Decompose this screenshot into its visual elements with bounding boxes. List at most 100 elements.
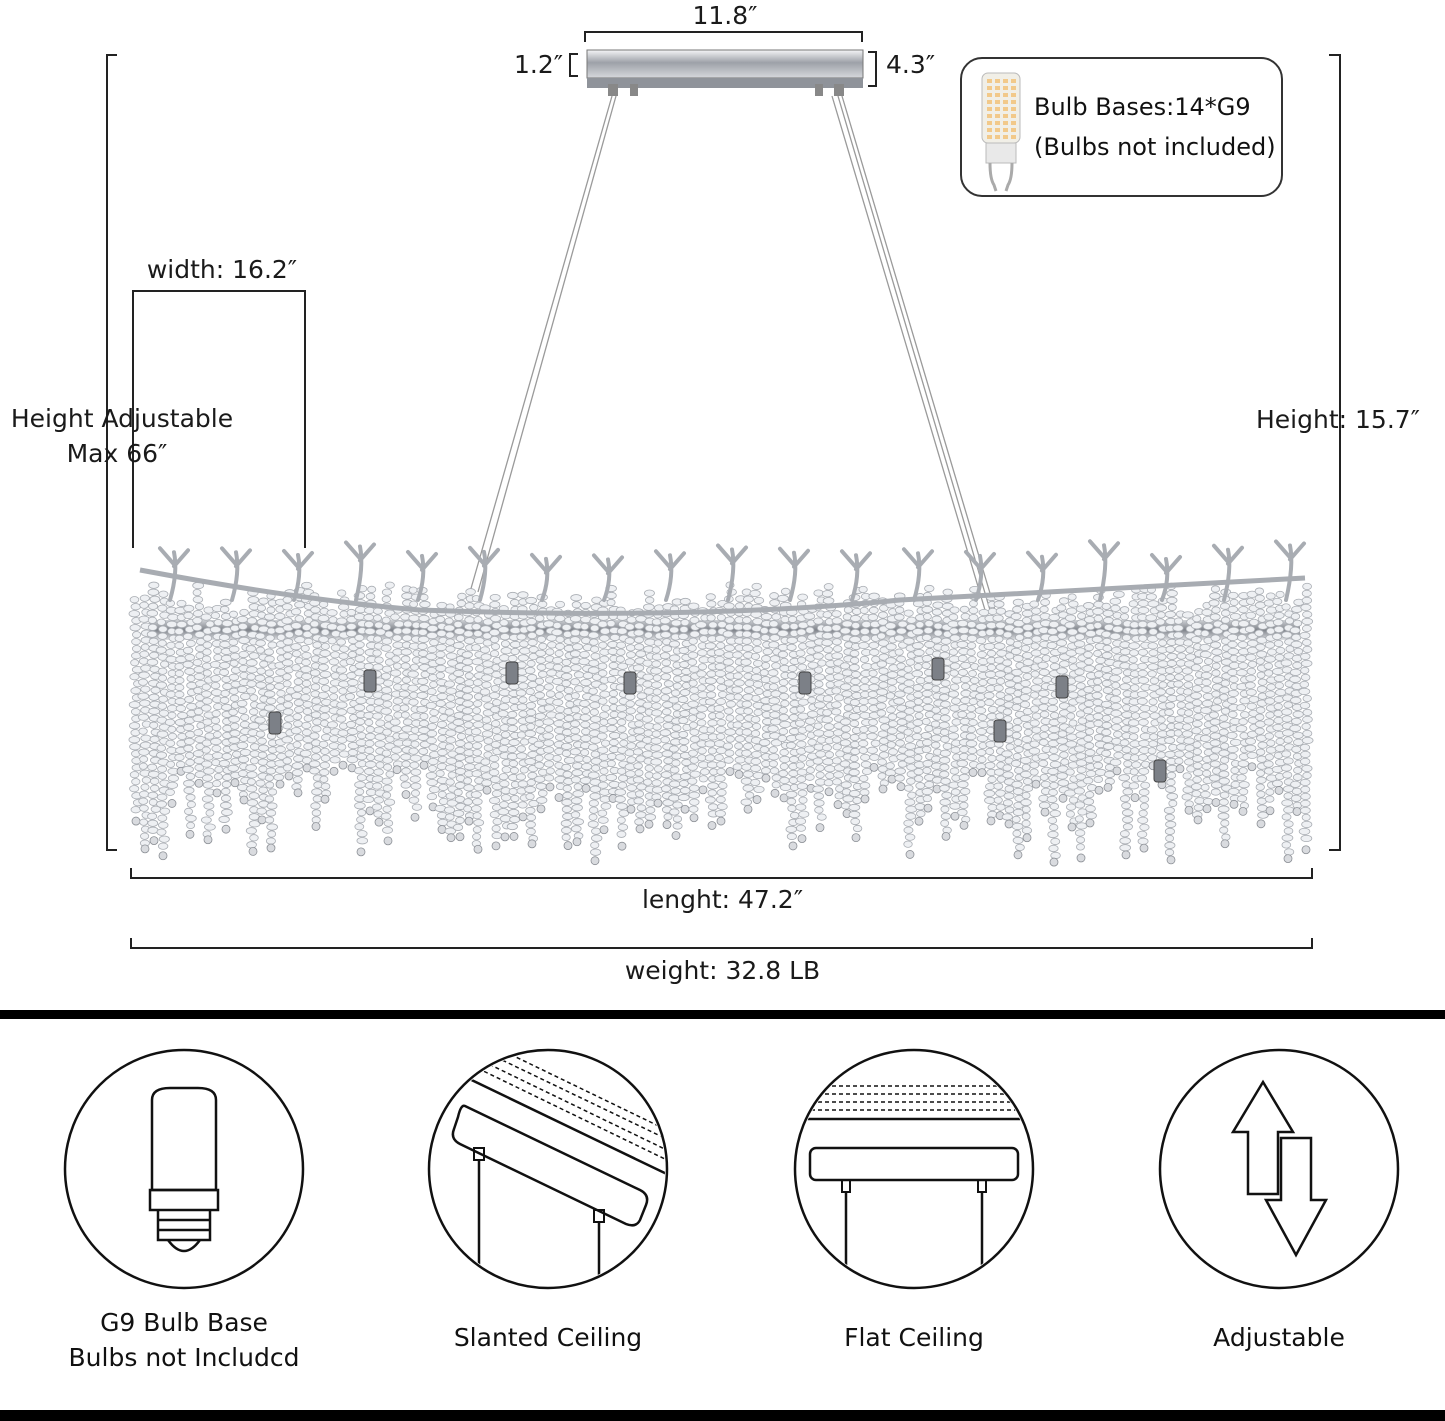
crystal-strand	[821, 583, 837, 797]
crystal-strand	[227, 610, 243, 788]
crystal-strand	[1289, 598, 1305, 816]
crystal-strand	[947, 606, 963, 821]
crystal-strand	[992, 593, 1008, 820]
feature-slanted-ceiling-label: Slanted Ceiling	[453, 1323, 643, 1352]
crystal-strand	[659, 603, 674, 829]
height-adjustable-bracket	[106, 54, 117, 851]
crystal-strand	[416, 586, 431, 770]
crystal-strand	[983, 593, 999, 826]
crystal-strand	[903, 609, 918, 859]
crystal-strand	[858, 585, 873, 804]
bulbs-not-included-text: (Bulbs not included)	[1034, 133, 1276, 161]
canopy-height-left-bracket	[569, 53, 578, 77]
crystal-strand	[785, 608, 801, 851]
crystal-strand	[272, 598, 288, 789]
canopy-length-label: 11.8″	[692, 1, 758, 30]
crystal-strand	[488, 593, 504, 851]
crystal-strand	[668, 598, 683, 840]
crystal-strand	[560, 609, 576, 850]
crystal-strand	[443, 603, 459, 843]
crystal-strand	[1010, 598, 1026, 860]
crystal-strand	[209, 604, 224, 798]
feature-adjustable-label: Adjustable	[1213, 1323, 1345, 1352]
crystal-strand	[614, 606, 630, 851]
weight-label: weight: 32.8 LB	[624, 956, 821, 985]
crystal-strand	[677, 597, 693, 814]
crystal-strand	[1128, 586, 1143, 803]
bulb-bases-text: Bulb Bases:14*G9	[1034, 93, 1251, 121]
crystal-strand	[380, 581, 396, 846]
crystal-strand	[479, 604, 495, 795]
crystal-strand	[155, 590, 171, 861]
suspension-wires	[469, 95, 996, 611]
crystal-strand	[1190, 608, 1206, 825]
crystal-strand	[1280, 603, 1295, 864]
crystal-strand	[758, 606, 774, 783]
height-label: Height: 15.7″	[1256, 405, 1421, 434]
crystal-strand	[1118, 606, 1134, 860]
crystal-strand	[974, 608, 990, 778]
crystal-strand	[254, 597, 270, 825]
feature-g9-label-line1: G9 Bulb Base	[100, 1308, 268, 1337]
crystal-strand	[1298, 582, 1314, 855]
crystal-strand	[1263, 592, 1278, 816]
bulb-socket	[1055, 675, 1069, 699]
crystal-strand	[920, 584, 936, 813]
crystal-strand	[938, 588, 954, 841]
g9-led-bulb-icon	[981, 72, 1021, 192]
section-divider-top	[0, 1010, 1445, 1019]
canopy-length-bracket	[584, 31, 863, 42]
crystal-strand	[191, 581, 207, 788]
slanted-ceiling-icon	[427, 1048, 669, 1290]
bulb-socket	[505, 661, 519, 685]
crystal-strand	[911, 593, 926, 826]
crystal-strand	[1271, 590, 1287, 795]
crystal-strand	[777, 587, 792, 803]
feature-flat-ceiling-label: Flat Ceiling	[844, 1323, 984, 1352]
crystal-strand	[524, 596, 540, 849]
crystal-strand	[345, 608, 360, 773]
bulb-socket	[798, 671, 812, 695]
crystal-strand	[425, 610, 441, 812]
crystal-strand	[956, 605, 972, 830]
crystal-strand	[335, 589, 351, 770]
crystal-strand	[1155, 597, 1170, 790]
crystal-strand	[1082, 602, 1098, 828]
crystal-strand	[1217, 588, 1233, 849]
crystal-strand	[470, 595, 486, 854]
crystal-strand	[1109, 590, 1125, 776]
crystal-strand	[542, 606, 558, 792]
feature-g9-label-line2: Bulbs not Includcd	[68, 1343, 300, 1372]
crystal-strands	[128, 581, 1314, 867]
crystal-strand	[803, 605, 819, 793]
crystal-strand	[578, 602, 594, 793]
bulb-socket	[931, 657, 945, 681]
crystal-strand	[632, 608, 648, 834]
width-bracket	[132, 290, 306, 548]
crystal-strand	[182, 604, 198, 839]
crystal-strand	[174, 599, 188, 776]
crystal-strand	[587, 596, 603, 866]
crystal-strand	[389, 606, 405, 775]
adjustable-arrows-icon	[1158, 1048, 1400, 1290]
weight-bracket	[130, 938, 1313, 949]
product-dimension-diagram	[106, 31, 1341, 949]
bulb-socket	[268, 711, 282, 735]
length-label: lenght: 47.2″	[641, 885, 804, 914]
crystal-strand	[128, 596, 144, 826]
crystal-strand	[1019, 602, 1034, 843]
canopy-height-left-label: 1.2″	[514, 50, 564, 79]
width-label: width: 16.2″	[146, 255, 298, 284]
bulb-sockets	[268, 657, 1167, 783]
crystal-strand	[434, 601, 450, 834]
bulb-socket	[1153, 759, 1167, 783]
height-bracket	[1329, 54, 1341, 851]
crystal-strand	[893, 592, 909, 791]
crystal-strand	[1254, 587, 1269, 829]
crystal-strand	[831, 610, 846, 809]
crystal-strand	[263, 592, 279, 853]
crystal-strand	[1181, 611, 1197, 815]
bulb-socket	[363, 669, 377, 693]
bulb-info-callout: Bulb Bases:14*G9 (Bulbs not included)	[960, 57, 1283, 197]
length-bracket	[130, 868, 1313, 879]
